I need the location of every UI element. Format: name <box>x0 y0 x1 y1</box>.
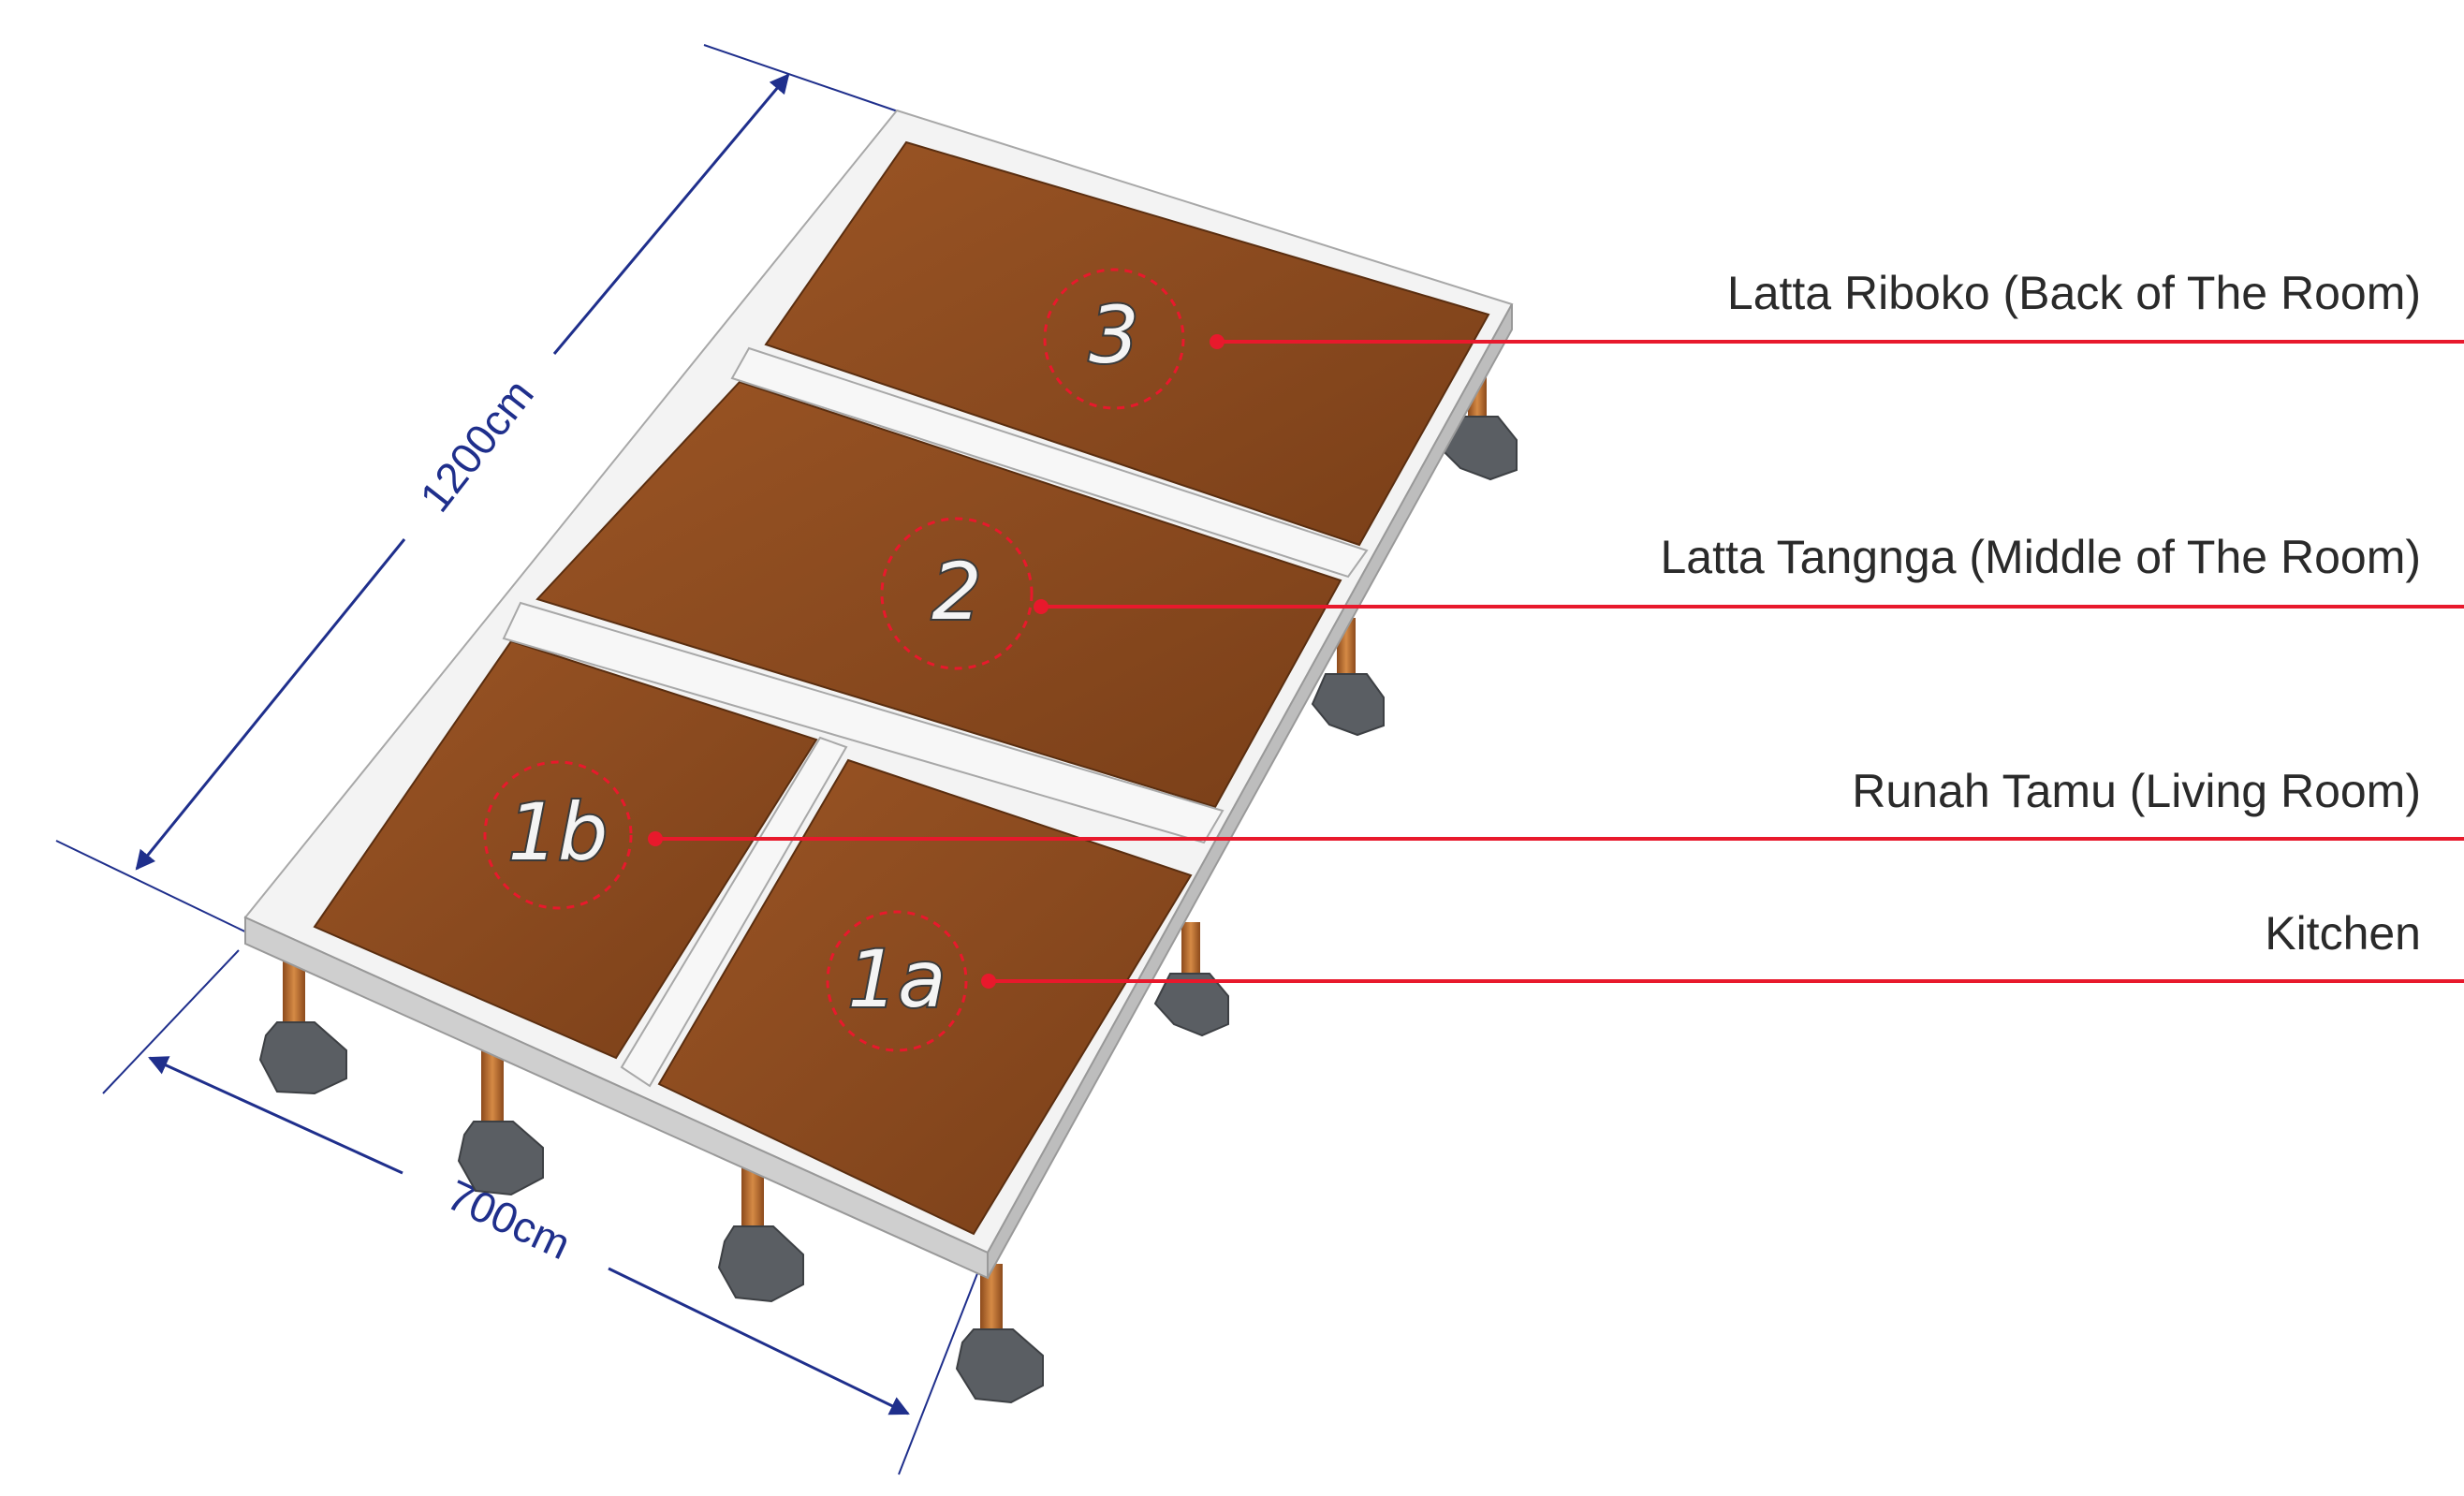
room-annotations: 3 Latta Riboko (Back of The Room) 2 Latt… <box>483 267 2464 1052</box>
width-dimension-line-left <box>148 1056 403 1175</box>
room-label-1b: Runah Tamu (Living Room) <box>1852 765 2421 817</box>
extension-line <box>55 840 256 937</box>
beam-between-1b-and-1a <box>620 736 848 1088</box>
frame-right-side <box>987 303 1513 1279</box>
floor-panel-room-2 <box>535 380 1342 809</box>
floor-panel-room-1b <box>313 639 818 1060</box>
extension-line <box>703 44 902 113</box>
length-dimension-label: 1200cm <box>410 370 543 521</box>
room-number-2: 2 <box>931 546 981 638</box>
footing <box>955 1264 1044 1404</box>
room-marker-2: 2 Latta Tangnga (Middle of The Room) <box>880 517 2464 670</box>
beam-between-2-and-1 <box>502 601 1225 844</box>
leader-dot <box>1034 599 1049 614</box>
inner-beams <box>502 346 1369 1088</box>
length-dimension-line-lower <box>135 538 406 871</box>
width-dimension-line-right <box>608 1267 910 1415</box>
footing <box>1311 618 1385 737</box>
length-dimension-line-upper <box>552 73 790 355</box>
foundation <box>258 309 1518 1404</box>
beam-between-3-and-2 <box>730 346 1369 579</box>
leader-dot <box>648 831 663 846</box>
footing <box>1153 922 1229 1037</box>
extension-line <box>102 949 240 1094</box>
footing <box>717 1163 804 1303</box>
room-number-3: 3 <box>1089 289 1138 381</box>
room-number-1b: 1b <box>508 786 609 878</box>
leader-dot <box>981 974 996 989</box>
room-label-3: Latta Riboko (Back of The Room) <box>1727 267 2421 319</box>
room-label-1a: Kitchen <box>2265 907 2421 960</box>
room-marker-3: 3 Latta Riboko (Back of The Room) <box>1043 267 2464 410</box>
room-marker-circle <box>880 517 1034 670</box>
floor-panel-room-3 <box>764 140 1490 547</box>
leader-dot <box>1210 334 1225 349</box>
room-marker-1a: 1a Kitchen <box>826 907 2464 1052</box>
room-marker-circle <box>1043 268 1185 410</box>
room-marker-circle <box>826 910 968 1052</box>
room-label-2: Latta Tangnga (Middle of The Room) <box>1660 531 2421 583</box>
room-number-1a: 1a <box>848 933 946 1025</box>
footing <box>457 1044 544 1196</box>
room-marker-circle <box>483 760 633 910</box>
room-marker-1b: 1b Runah Tamu (Living Room) <box>483 760 2464 910</box>
floor-panels <box>313 140 1490 1236</box>
extension-line <box>898 1258 984 1475</box>
